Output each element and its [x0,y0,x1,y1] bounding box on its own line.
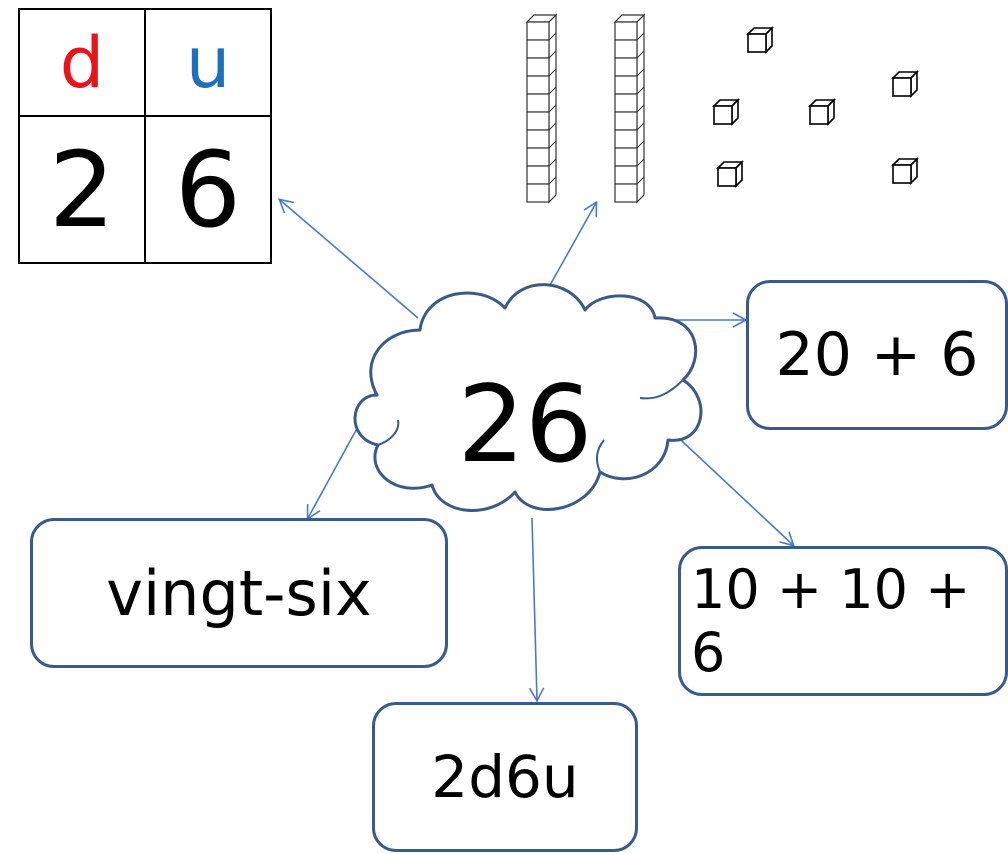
place-value-table: d u 2 6 [18,8,272,264]
unit-cube-2 [712,98,740,126]
abbreviated-form-box: 2d6u [372,702,638,852]
arrow-to-abbreviated-form [528,517,545,703]
expanded-form-box: 20 + 6 [746,280,1008,430]
unit-cubes [712,26,919,188]
tens-sum-box: 10 + 10 + 6 [678,546,1008,696]
unit-cube-4 [891,70,919,98]
units-digit: 6 [174,128,242,251]
center-cloud [353,283,703,512]
unit-cube-5 [716,160,744,188]
ten-rod-2 [613,13,646,204]
unit-cube-6 [891,157,919,185]
expanded-form-text: 20 + 6 [775,320,979,390]
units-digit-cell: 6 [146,117,270,262]
arrow-to-tens-sum [667,427,795,547]
tens-digit: 2 [48,128,116,251]
units-header-cell: u [146,10,270,117]
arrow-to-place-value-table [277,198,419,319]
units-header: u [185,21,231,104]
tens-header-cell: d [20,10,146,117]
word-form-text: vingt-six [106,556,372,630]
unit-cube-1 [746,26,774,54]
tens-sum-text: 10 + 10 + 6 [691,558,971,684]
abbreviated-form-text: 2d6u [431,743,579,811]
ten-rod-1 [525,13,558,204]
tens-digit-cell: 2 [20,117,146,262]
center-number: 26 [457,363,593,486]
tens-header: d [59,21,105,104]
word-form-box: vingt-six [30,518,448,668]
unit-cube-3 [808,98,836,126]
